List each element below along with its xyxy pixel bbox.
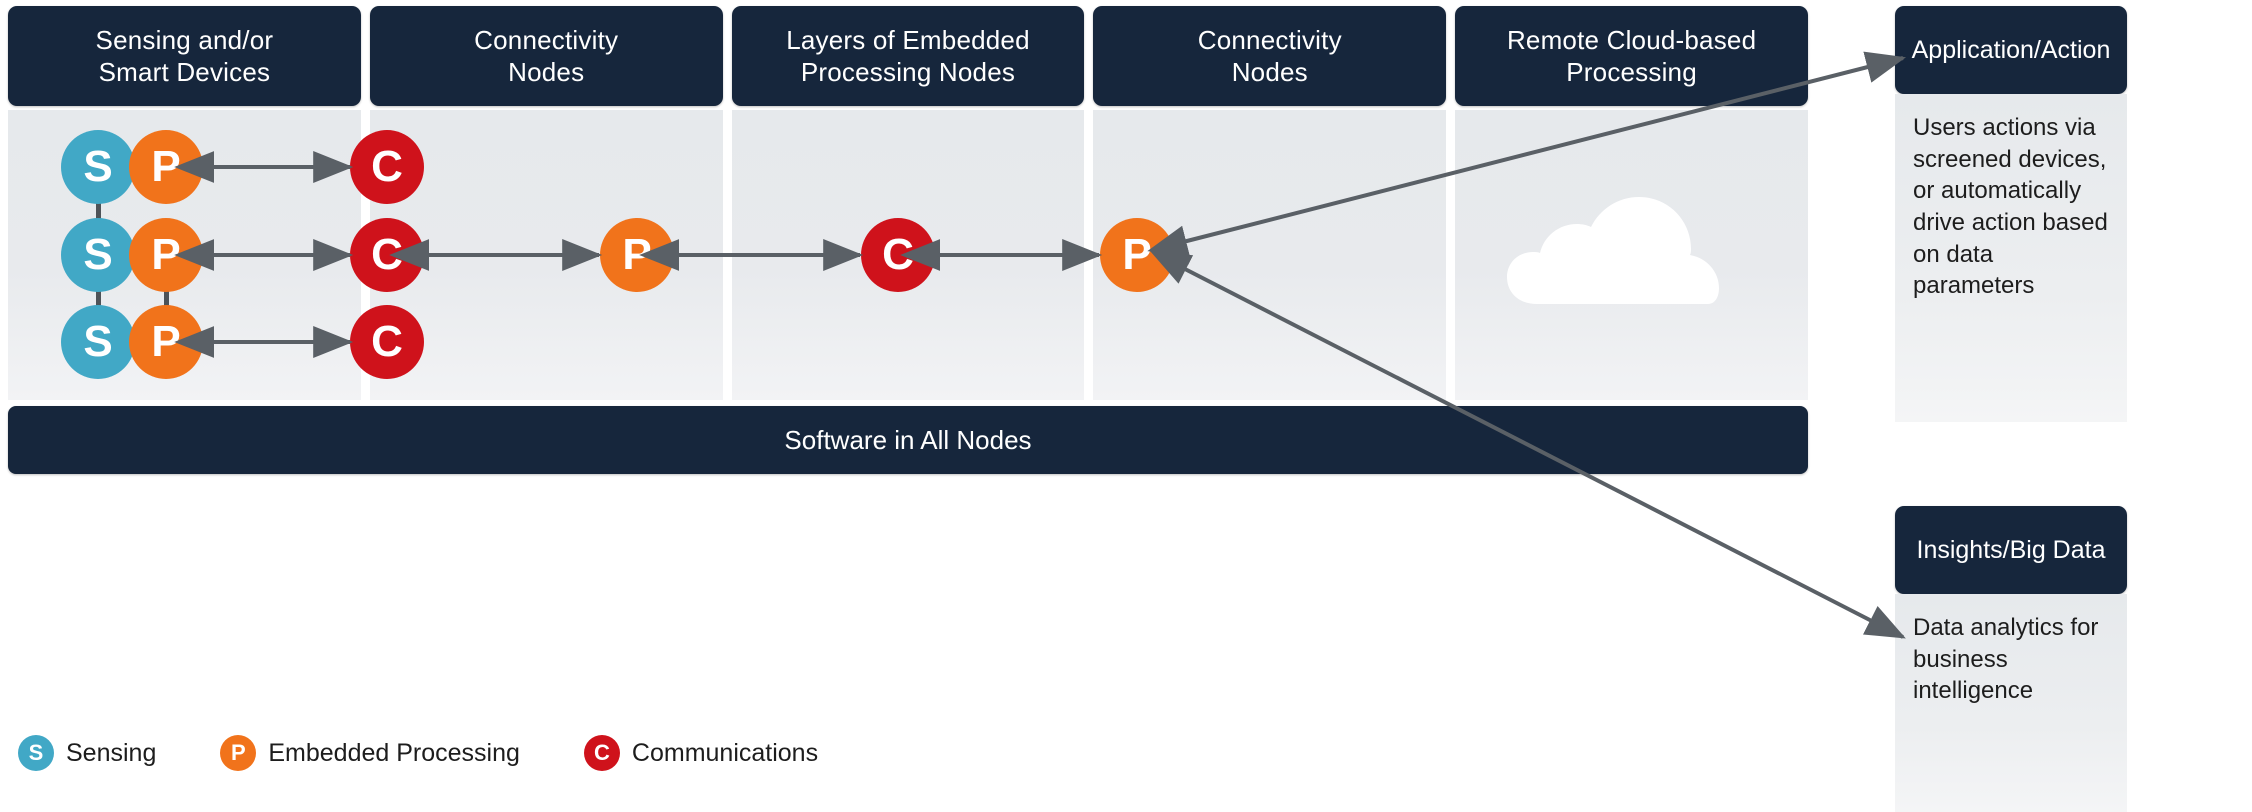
node-letter: C: [371, 317, 403, 366]
sensing-link-1-2: [96, 196, 101, 231]
legend-label: Sensing: [66, 738, 157, 767]
software-in-all-nodes-bar: Software in All Nodes: [8, 406, 1808, 474]
sensing-node-row2[interactable]: S: [61, 218, 135, 292]
insights-big-data-panel: Insights/Big Data Data analytics for bus…: [1895, 506, 2127, 812]
processing-link-2-3: [164, 284, 169, 318]
legend-dot-letter: P: [231, 740, 246, 765]
application-action-panel: Application/Action Users actions via scr…: [1895, 6, 2127, 422]
communications-icon: C: [583, 735, 620, 771]
legend-label: Embedded Processing: [268, 738, 520, 767]
node-letter: C: [882, 230, 914, 279]
cloud-icon: [1503, 196, 1733, 306]
node-letter: P: [622, 230, 652, 279]
processing-node-row2[interactable]: P: [129, 218, 203, 292]
legend-item: C Communications: [583, 735, 819, 771]
column-header-sensing: Sensing and/or Smart Devices: [8, 6, 361, 106]
node-letter: P: [151, 230, 181, 279]
insights-big-data-body: Data analytics for business intelligence: [1895, 594, 2127, 812]
column-header-label: Layers of Embedded Processing Nodes: [786, 24, 1030, 88]
column-header-connectivity1: Connectivity Nodes: [369, 6, 723, 106]
legend-label: Communications: [631, 738, 819, 767]
cloud-processing-node[interactable]: P: [1100, 218, 1174, 292]
node-letter: C: [371, 142, 403, 191]
legend-dot-letter: C: [593, 740, 610, 765]
software-bar-label: Software in All Nodes: [784, 424, 1032, 455]
iot-pipeline: Sensing and/or Smart Devices Connectivity…: [8, 6, 1808, 666]
node-letter: C: [371, 230, 403, 279]
column-header-label: Remote Cloud-based Processing: [1506, 24, 1757, 88]
embedded-processing-node[interactable]: P: [600, 218, 674, 292]
node-letter: P: [151, 142, 181, 191]
application-action-body: Users actions via screened devices, or a…: [1895, 94, 2127, 422]
column-header-cloud: Remote Cloud-based Processing: [1455, 6, 1808, 106]
node-letter: S: [83, 230, 113, 279]
sensing-node-row1[interactable]: S: [61, 130, 135, 204]
sensing-link-2-3: [96, 284, 101, 318]
sensing-node-row3[interactable]: S: [61, 305, 135, 379]
node-letter: P: [1122, 230, 1152, 279]
legend-item: S Sensing: [18, 735, 156, 771]
processing-node-row3[interactable]: P: [129, 305, 203, 379]
column-header-label: Sensing and/or Smart Devices: [95, 24, 274, 88]
comms-node-row3[interactable]: C: [350, 305, 424, 379]
comms-node-stage2[interactable]: C: [861, 218, 935, 292]
column-header-embedded: Layers of Embedded Processing Nodes: [731, 6, 1085, 106]
application-action-heading: Application/Action: [1895, 6, 2127, 94]
application-action-heading-label: Application/Action: [1911, 35, 2111, 64]
insights-big-data-heading-label: Insights/Big Data: [1916, 535, 2106, 564]
node-letter: P: [151, 317, 181, 366]
legend-dot-letter: S: [28, 740, 44, 765]
legend-item: P Embedded Processing: [220, 735, 520, 771]
comms-node-row2[interactable]: C: [350, 218, 424, 292]
lane-divider: [722, 110, 732, 400]
legend: S Sensing P Embedded Processing C Communicati…: [18, 735, 882, 771]
processing-icon: P: [220, 735, 257, 771]
node-letter: S: [83, 142, 113, 191]
lane-divider: [1084, 110, 1094, 400]
column-header-row: Sensing and/or Smart Devices Connectivity…: [8, 6, 1808, 106]
column-header-label: Connectivity Nodes: [1197, 24, 1342, 88]
node-letter: S: [83, 317, 113, 366]
lane-divider: [1446, 110, 1456, 400]
processing-node-row1[interactable]: P: [129, 130, 203, 204]
sensing-icon: S: [18, 735, 54, 771]
comms-node-row1[interactable]: C: [350, 130, 424, 204]
insights-big-data-heading: Insights/Big Data: [1895, 506, 2127, 594]
column-header-label: Connectivity Nodes: [474, 24, 619, 88]
column-header-connectivity2: Connectivity Nodes: [1093, 6, 1447, 106]
